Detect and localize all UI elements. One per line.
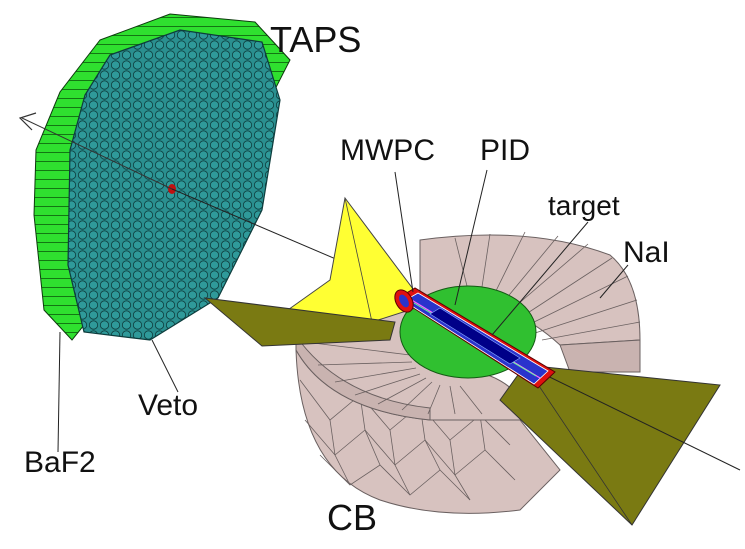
- cb-lower-rim: [295, 334, 431, 421]
- leader-veto: [151, 339, 179, 393]
- label-target: target: [548, 190, 620, 221]
- leader-target: [491, 221, 589, 336]
- label-veto: Veto: [138, 389, 198, 422]
- label-baf2: BaF2: [24, 446, 96, 479]
- cb-upper-rim: [559, 339, 641, 373]
- beam-arrow: [18, 112, 173, 190]
- cb-lower-radials: [304, 341, 483, 415]
- crystal-ball: [295, 231, 641, 514]
- taps-detector: [33, 13, 291, 341]
- label-nai: NaI: [623, 236, 670, 269]
- target-cell: [429, 307, 521, 365]
- leader-mwpc: [394, 171, 414, 293]
- leader-pid: [454, 169, 488, 306]
- leader-nai: [599, 264, 629, 299]
- label-taps: TAPS: [270, 19, 361, 60]
- label-cb: CB: [327, 497, 377, 538]
- central-tube: [394, 287, 556, 389]
- label-pid: PID: [480, 134, 530, 167]
- leader-baf2: [57, 331, 61, 453]
- olive-wedge-left: [203, 297, 396, 347]
- leader-lines: [57, 169, 629, 453]
- label-mwpc: MWPC: [340, 134, 435, 167]
